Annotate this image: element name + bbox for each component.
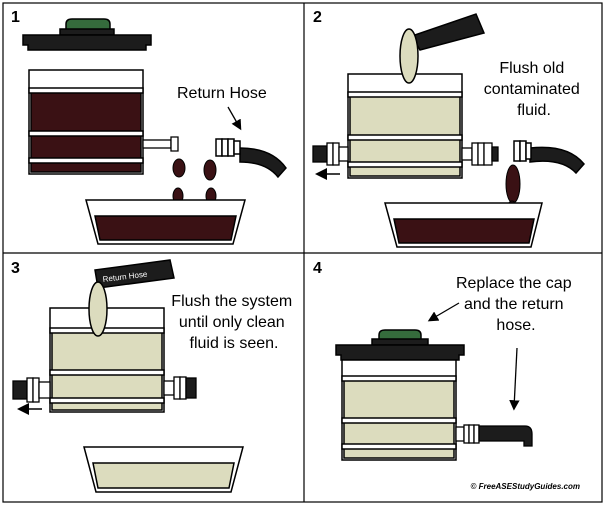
fitting-icon: [12, 377, 51, 403]
fitting-icon: [215, 138, 241, 157]
panel-2-caption: Flush old contaminated fluid.: [484, 60, 585, 119]
return-hose-icon: [455, 424, 533, 447]
fluid-drop-icon: [505, 164, 521, 204]
fitting-icon: [312, 142, 349, 166]
panel-3-caption: Flush the system until only clean fluid …: [171, 293, 296, 352]
cap-pointer: [427, 302, 460, 322]
site-credit: © FreeASEStudyGuides.com: [471, 482, 580, 491]
drain-pan: [85, 199, 246, 245]
drain-pan: [384, 202, 543, 248]
return-hose-pointer: [227, 106, 242, 131]
fitting-icon: [461, 142, 499, 166]
reservoir: [49, 307, 165, 413]
fluid-drop-icon: [172, 158, 186, 178]
panel-1-number: 1: [11, 9, 20, 26]
panel-2-number: 2: [313, 9, 322, 26]
drain-pan: [83, 446, 244, 493]
fitting-icon: [163, 376, 197, 400]
reservoir: [341, 359, 457, 461]
return-hose-icon: [513, 140, 585, 175]
fill-hose: [88, 259, 175, 337]
panel-numbers: 1 2 3 4: [11, 9, 322, 277]
panel-4-caption: Replace the cap and the return hose.: [456, 275, 576, 334]
fluid-drop-icon: [203, 159, 217, 181]
reservoir: [347, 73, 463, 179]
panel-3: Return Hose Flush the system until only …: [12, 259, 296, 493]
panel-2: Flush old contaminated fluid.: [312, 13, 585, 248]
fluid-drops: [172, 158, 217, 205]
panel-3-number: 3: [11, 260, 20, 277]
reservoir-cap: [22, 18, 152, 51]
return-hose-icon: [215, 138, 287, 179]
panel-1-caption: Return Hose: [177, 85, 267, 102]
reservoir-cap: [335, 329, 465, 361]
panel-4-number: 4: [313, 260, 322, 277]
outlet-fitting: [142, 136, 179, 152]
hose-pointer: [509, 347, 520, 411]
panel-4: Replace the cap and the return hose. © F…: [335, 275, 580, 491]
reservoir: [28, 69, 144, 175]
panel-1: Return Hose: [22, 18, 287, 245]
fill-hose: [399, 13, 486, 84]
